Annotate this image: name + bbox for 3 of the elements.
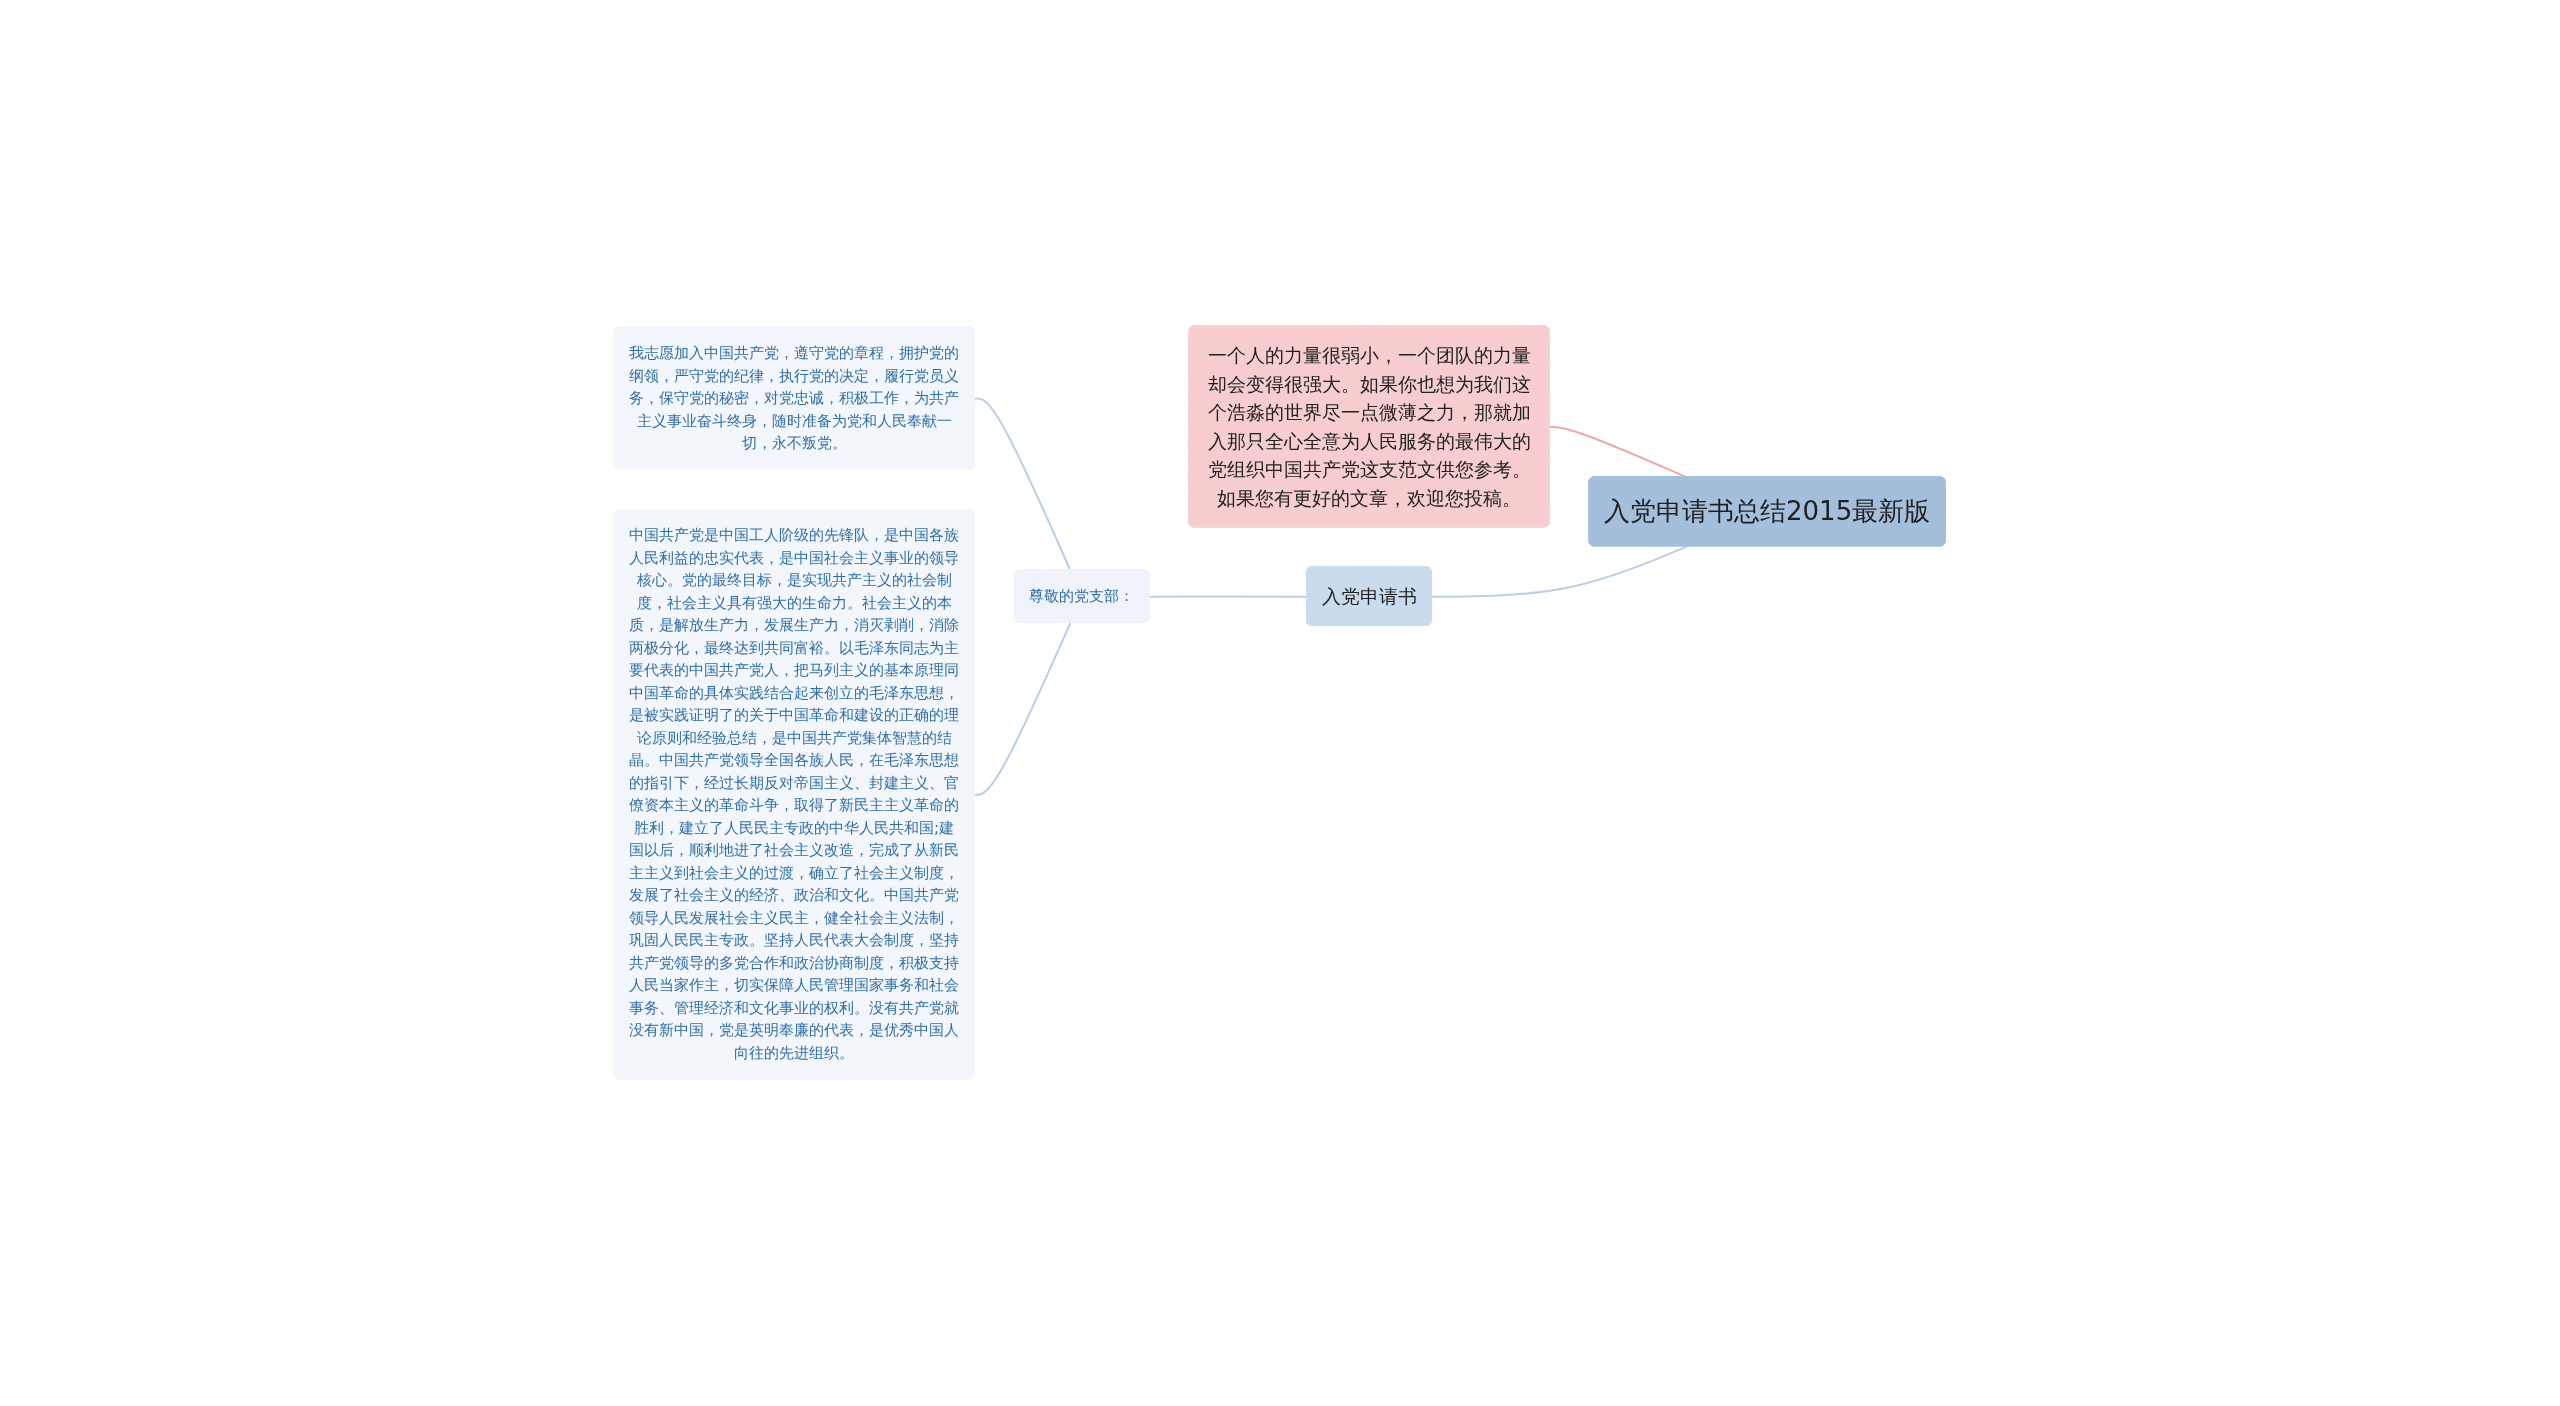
connector: [973, 397, 1072, 572]
connector: [1431, 545, 1689, 599]
connector: [973, 622, 1072, 797]
